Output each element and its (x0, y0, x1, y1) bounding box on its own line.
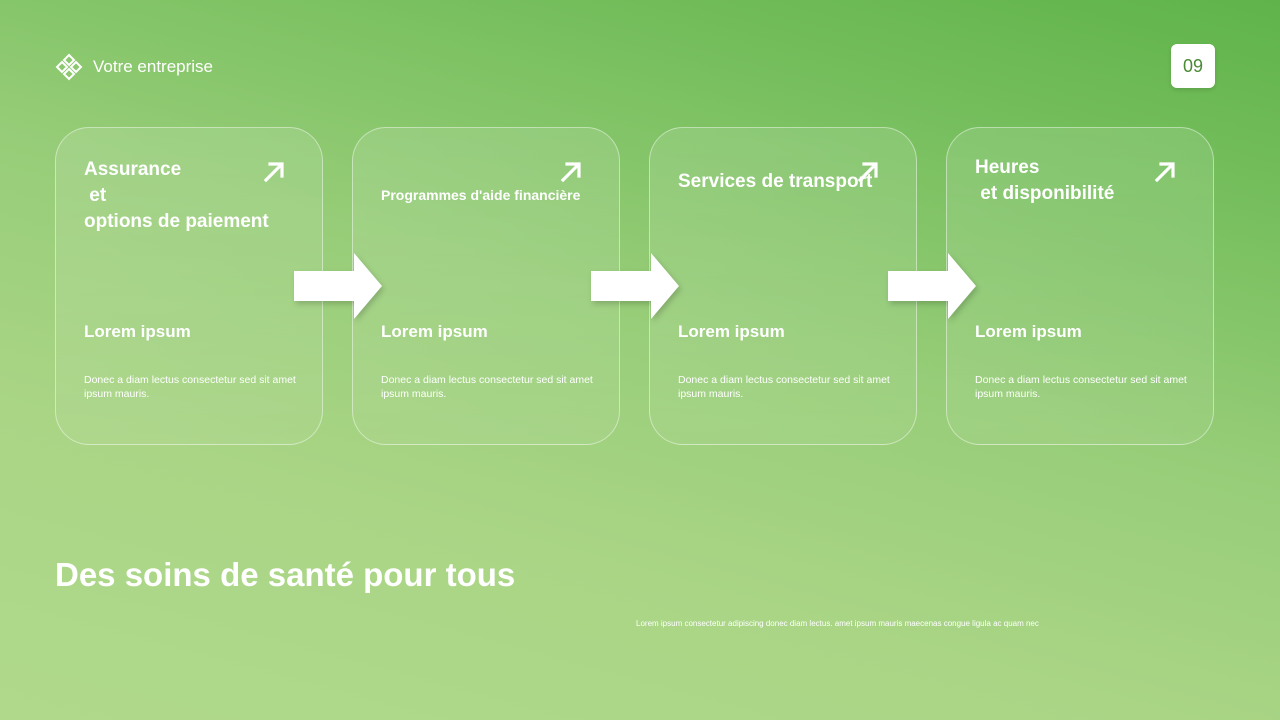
card-title: Assurance et options de paiement (84, 159, 269, 232)
card-financial-aid[interactable]: Programmes d'aide financière Lorem ipsum… (352, 127, 620, 445)
card-subtitle: Lorem ipsum (975, 322, 1082, 341)
card-description: Donec a diam lectus consectetur sed sit … (84, 374, 296, 400)
card-description: Donec a diam lectus consectetur sed sit … (678, 374, 890, 400)
page-title: Des soins de santé pour tous (55, 556, 516, 593)
card-transport[interactable]: Services de transport Lorem ipsum Donec … (649, 127, 917, 445)
brand-name: Votre entreprise (93, 57, 214, 76)
page-number: 09 (1171, 44, 1215, 88)
card-subtitle: Lorem ipsum (678, 322, 785, 341)
brand: Votre entreprise (55, 53, 213, 81)
card-description: Donec a diam lectus consectetur sed sit … (381, 374, 593, 400)
card-title: Programmes d'aide financière (381, 187, 581, 203)
card-subtitle: Lorem ipsum (381, 322, 488, 341)
card-hours[interactable]: Heures et disponibilité Lorem ipsum Done… (946, 127, 1214, 445)
card-description: Donec a diam lectus consectetur sed sit … (975, 374, 1187, 400)
arrow-up-right-icon (560, 162, 581, 183)
arrow-up-right-icon (857, 162, 878, 183)
card-title: Heures et disponibilité (975, 157, 1115, 204)
footnote-text: Lorem ipsum consectetur adipiscing donec… (636, 619, 1039, 628)
card-subtitle: Lorem ipsum (84, 322, 191, 341)
flow-arrow-icon (888, 253, 976, 319)
arrow-up-right-icon (263, 162, 284, 183)
flow-arrow-icon (591, 253, 679, 319)
arrow-up-right-icon (1154, 162, 1175, 183)
card-title: Services de transport (678, 171, 873, 192)
card-insurance[interactable]: Assurance et options de paiement Lorem i… (55, 127, 323, 445)
flow-arrow-icon (294, 253, 382, 319)
diamond-logo-icon (55, 53, 83, 81)
